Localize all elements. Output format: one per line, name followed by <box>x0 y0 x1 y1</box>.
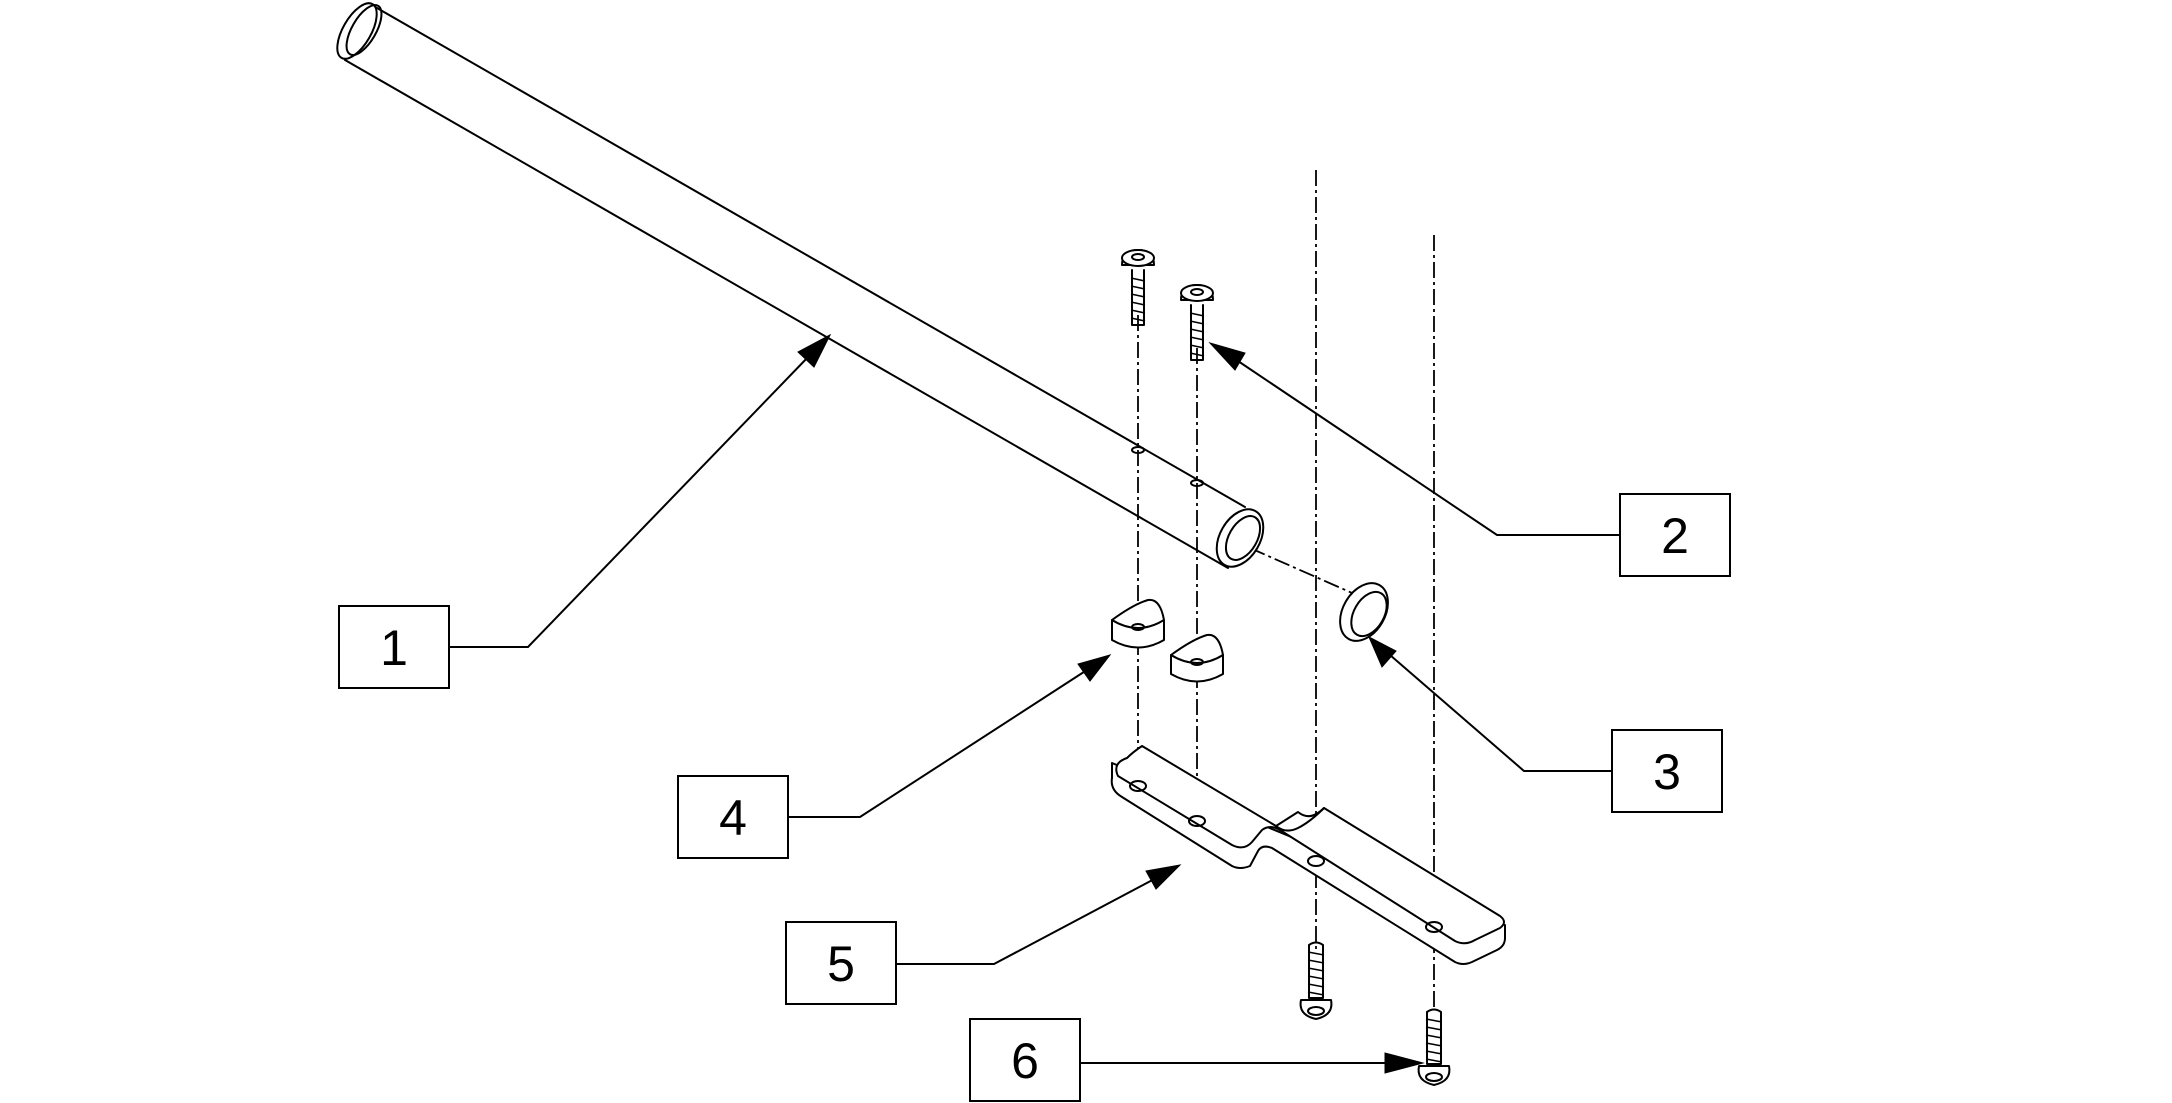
callout-5: 5 <box>785 921 897 1005</box>
bottom-screw-right <box>1417 1008 1451 1086</box>
callout-6: 6 <box>969 1018 1081 1102</box>
top-screw-left <box>1121 249 1155 326</box>
callout-4: 4 <box>677 775 789 859</box>
bottom-screw-left <box>1299 941 1333 1020</box>
bracket-plate-part <box>1110 745 1506 965</box>
callout-6-label: 6 <box>1011 1033 1039 1089</box>
callout-5-label: 5 <box>827 936 855 992</box>
callout-1-label: 1 <box>380 620 408 676</box>
callout-3: 3 <box>1611 729 1723 813</box>
callout-4-label: 4 <box>719 790 747 846</box>
tube-part <box>336 2 1265 569</box>
callout-1: 1 <box>338 605 450 689</box>
spacer-block-left <box>1111 598 1165 649</box>
spacer-block-right <box>1170 633 1224 683</box>
callout-3-label: 3 <box>1653 744 1681 800</box>
callout-2-label: 2 <box>1661 508 1689 564</box>
end-cap-part <box>1339 582 1389 642</box>
leader-lines <box>449 333 1620 1074</box>
callout-2: 2 <box>1619 493 1731 577</box>
top-screw-right <box>1180 284 1214 361</box>
